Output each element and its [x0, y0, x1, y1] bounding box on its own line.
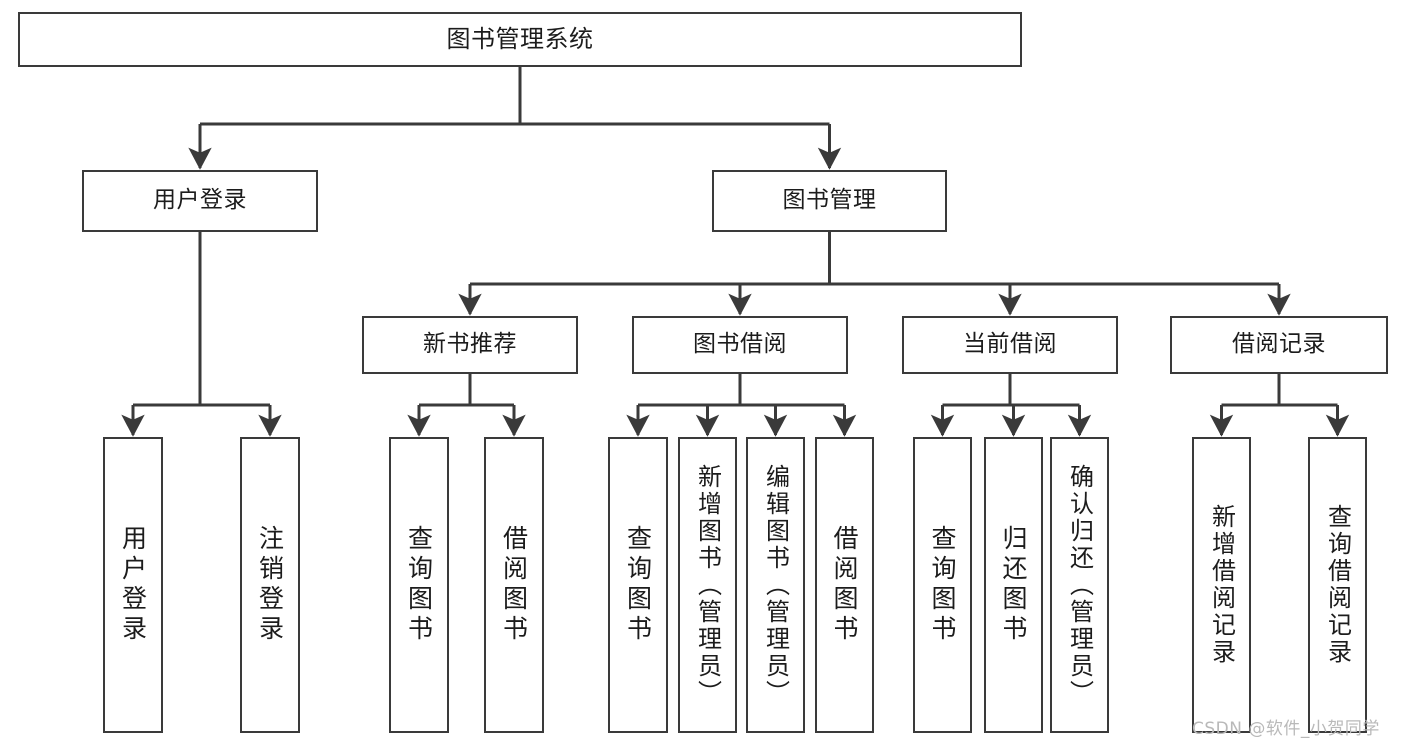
- node-label: 查询图书: [623, 525, 653, 645]
- node-leaf-add-book[interactable]: 新增图书（管理员）: [678, 437, 737, 733]
- node-label: 查询图书: [404, 525, 434, 645]
- node-leaf-query-record[interactable]: 查询借阅记录: [1308, 437, 1367, 733]
- node-label: 图书管理: [782, 187, 877, 214]
- csdn-watermark: CSDN @软件_小贺同学: [1192, 719, 1380, 739]
- node-leaf-borrow-book-1[interactable]: 借阅图书: [484, 437, 544, 733]
- node-label: 图书借阅: [693, 331, 787, 358]
- node-current-borrow[interactable]: 当前借阅: [902, 316, 1118, 374]
- node-label: 借阅图书: [830, 525, 859, 645]
- node-borrow-record[interactable]: 借阅记录: [1170, 316, 1388, 374]
- node-label: 图书管理系统: [446, 25, 594, 54]
- node-label: 查询图书: [928, 525, 957, 645]
- node-leaf-user-login[interactable]: 用户登录: [103, 437, 163, 733]
- node-label: 当前借阅: [963, 331, 1057, 358]
- node-leaf-edit-book[interactable]: 编辑图书（管理员）: [746, 437, 805, 733]
- node-root[interactable]: 图书管理系统: [18, 12, 1022, 67]
- node-label: 编辑图书（管理员）: [761, 463, 790, 707]
- node-leaf-user-logout[interactable]: 注销登录: [240, 437, 300, 733]
- node-leaf-borrow-book-2[interactable]: 借阅图书: [815, 437, 874, 733]
- node-leaf-query-book-2[interactable]: 查询图书: [608, 437, 668, 733]
- node-leaf-add-record[interactable]: 新增借阅记录: [1192, 437, 1251, 733]
- node-label: 用户登录: [118, 525, 148, 645]
- node-new-book-rec[interactable]: 新书推荐: [362, 316, 578, 374]
- node-label: 借阅记录: [1232, 331, 1326, 358]
- node-book-mgmt[interactable]: 图书管理: [712, 170, 947, 232]
- node-label: 查询借阅记录: [1323, 504, 1352, 666]
- node-label: 新增借阅记录: [1207, 504, 1236, 666]
- node-label: 归还图书: [999, 525, 1028, 645]
- node-book-borrow[interactable]: 图书借阅: [632, 316, 848, 374]
- node-leaf-query-book-3[interactable]: 查询图书: [913, 437, 972, 733]
- node-label: 借阅图书: [499, 525, 529, 645]
- node-label: 新书推荐: [423, 331, 517, 358]
- node-leaf-query-book-1[interactable]: 查询图书: [389, 437, 449, 733]
- node-label: 新增图书（管理员）: [693, 463, 722, 707]
- node-label: 注销登录: [255, 525, 285, 645]
- node-label: 用户登录: [153, 187, 247, 214]
- node-label: 确认归还（管理员）: [1065, 463, 1094, 707]
- node-leaf-return-book[interactable]: 归还图书: [984, 437, 1043, 733]
- node-user-login[interactable]: 用户登录: [82, 170, 318, 232]
- node-leaf-confirm-return[interactable]: 确认归还（管理员）: [1050, 437, 1109, 733]
